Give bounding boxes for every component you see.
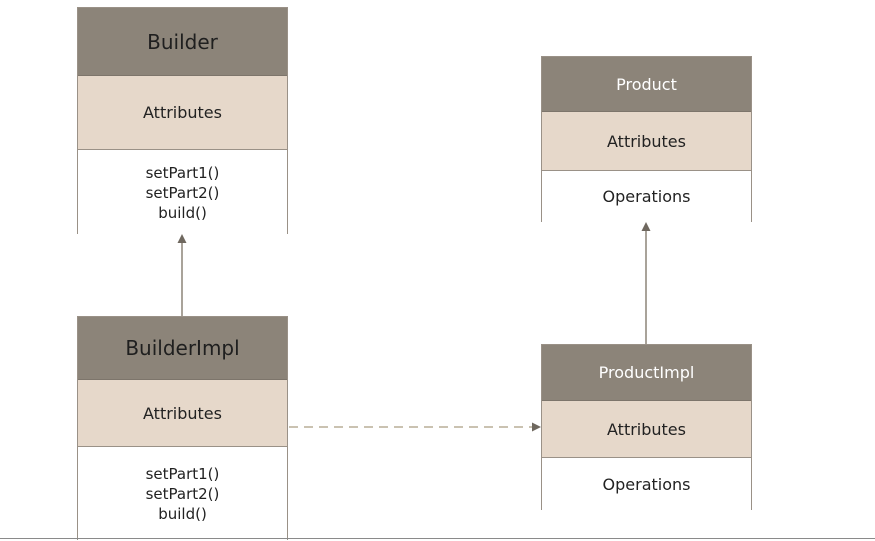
product-class: Product Attributes Operations <box>541 56 752 223</box>
builder-attributes: Attributes <box>78 76 287 150</box>
builder-impl-operation: setPart2() <box>145 485 220 503</box>
product-impl-attributes-label: Attributes <box>607 419 686 439</box>
builder-impl-class-name: BuilderImpl <box>125 336 240 360</box>
dependency-arrowhead <box>532 422 541 432</box>
builder-operation: setPart2() <box>145 183 220 202</box>
builder-impl-class: BuilderImpl Attributes setPart1() setPar… <box>77 316 288 541</box>
builder-impl-operations: setPart1() setPart2() build() <box>78 447 287 541</box>
product-impl-class-header: ProductImpl <box>542 345 751 401</box>
builder-arrowhead <box>177 234 187 243</box>
product-class-header: Product <box>542 57 751 112</box>
product-attributes-label: Attributes <box>607 131 686 151</box>
builder-class-name: Builder <box>147 29 218 54</box>
builder-class: Builder Attributes setPart1() setPart2()… <box>77 7 288 235</box>
product-arrowhead <box>641 222 651 231</box>
builder-operation: build() <box>158 203 207 222</box>
product-operations: Operations <box>542 171 751 223</box>
product-class-name: Product <box>616 74 677 94</box>
builder-impl-operation: setPart1() <box>145 465 220 483</box>
builder-operation: setPart1() <box>145 163 220 182</box>
builder-impl-attributes-label: Attributes <box>143 403 222 423</box>
bottom-divider <box>0 538 875 539</box>
builder-impl-attributes: Attributes <box>78 380 287 447</box>
product-impl-attributes: Attributes <box>542 401 751 458</box>
builder-operations: setPart1() setPart2() build() <box>78 150 287 235</box>
builder-class-header: Builder <box>78 8 287 76</box>
product-impl-operations-label: Operations <box>602 474 691 494</box>
builder-impl-operation: build() <box>158 505 207 523</box>
product-attributes: Attributes <box>542 112 751 171</box>
product-operations-label: Operations <box>602 187 691 206</box>
product-impl-class: ProductImpl Attributes Operations <box>541 344 752 511</box>
product-impl-class-name: ProductImpl <box>598 363 695 382</box>
builder-attributes-label: Attributes <box>143 103 222 122</box>
product-impl-operations: Operations <box>542 458 751 511</box>
builder-impl-class-header: BuilderImpl <box>78 317 287 380</box>
